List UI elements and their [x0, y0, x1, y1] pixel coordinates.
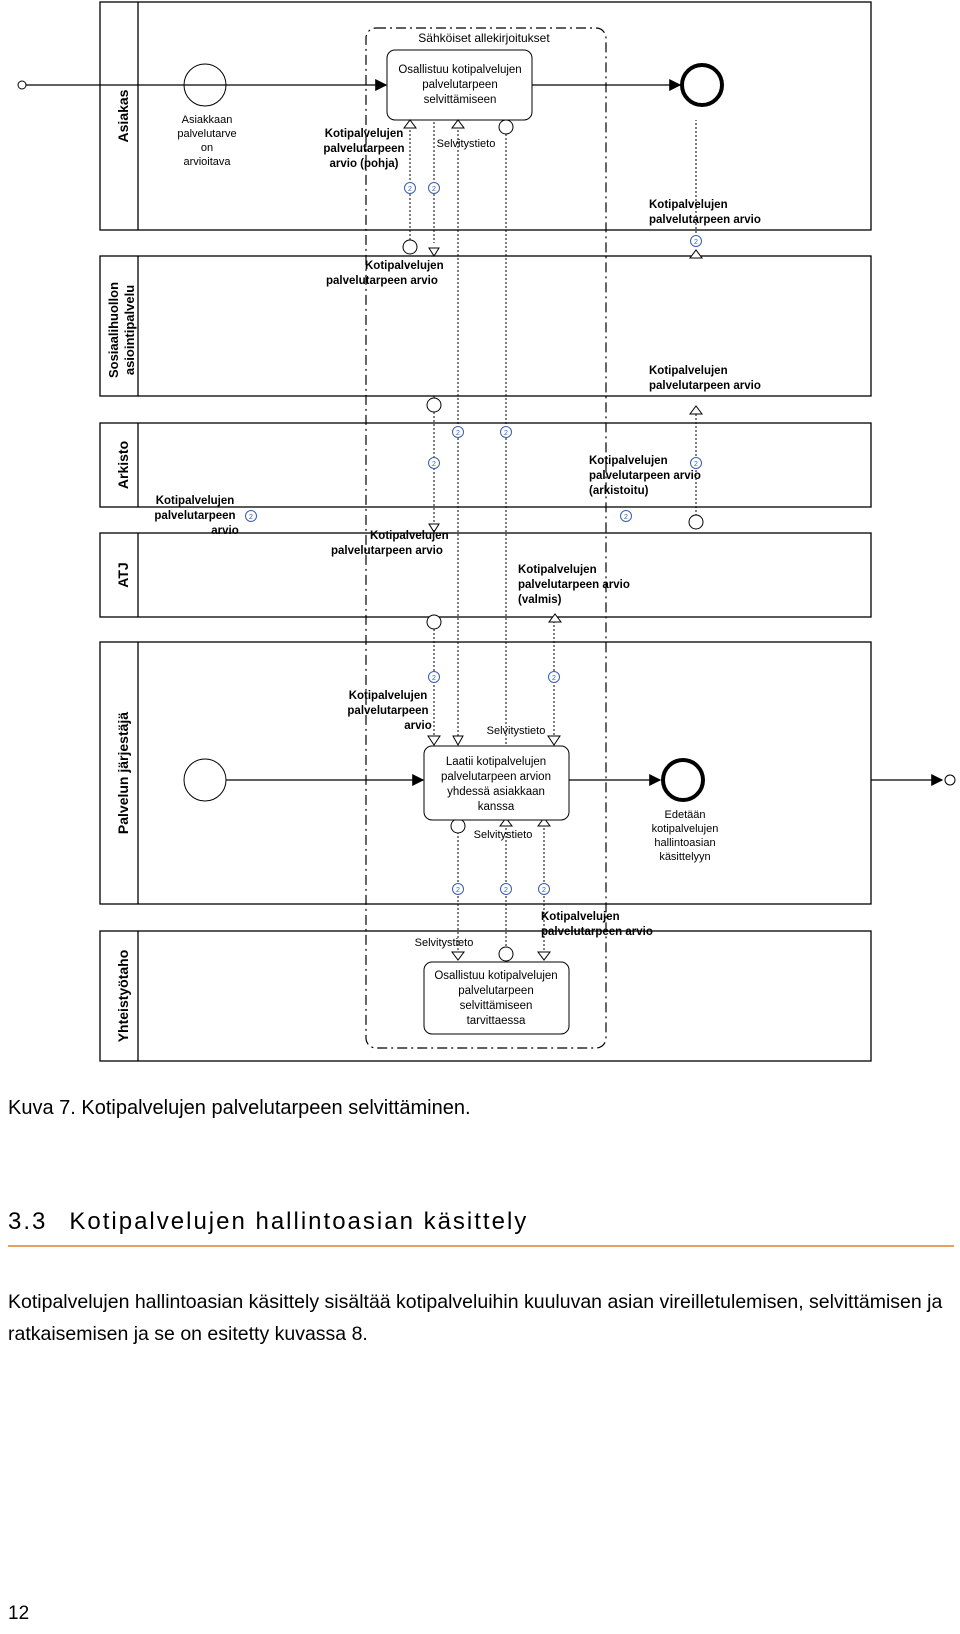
task-laatii-line-2: palvelutarpeen arvion [441, 771, 551, 783]
lane-atj: ATJ [99, 532, 872, 618]
label-arvio-arkistoitu-1: Kotipalvelujen [589, 455, 668, 467]
label-arvio-valmis-3: (valmis) [518, 594, 562, 606]
connector-label: 2 [552, 675, 556, 682]
palvelun-end-label-1: Edetään [665, 809, 706, 821]
task-osallistuu-tarvittaessa: Osallistuu kotipalvelujen palvelutarpeen… [423, 961, 570, 1035]
label-arvio-sos-1: Kotipalvelujen [365, 260, 444, 272]
group-label: Sähköiset allekirjoitukset [418, 31, 550, 45]
task-osallistuu-line-2: palvelutarpeen [422, 79, 497, 91]
lane-palvelun-jarjestaja: Palvelun järjestäjä [99, 641, 872, 905]
page-number: 12 [8, 1603, 30, 1624]
task-osallistuu-tarv-line-2: palvelutarpeen [458, 985, 533, 997]
connector-label: 2 [432, 675, 436, 682]
asiakas-start-label-3: on [201, 142, 213, 154]
connector-markers: 2 2 2 2 2 2 2 2 2 2 2 2 2 2 [245, 182, 702, 895]
section-number: 3.3 [8, 1208, 48, 1235]
asiakas-start-event: Asiakkaan palvelutarve on arvioitava [177, 63, 237, 168]
palvelun-start-event [183, 758, 227, 802]
connector-label: 2 [542, 887, 546, 894]
label-arvio-sos-2: palvelutarpeen arvio [326, 275, 438, 287]
task-laatii-line-4: kanssa [478, 801, 515, 813]
asiakas-start-label-2: palvelutarve [177, 128, 236, 140]
outgoing-flow-end [944, 774, 956, 786]
asiakas-start-label-4: arvioitava [183, 156, 231, 168]
connector-label: 2 [624, 514, 628, 521]
lane-label-arkisto: Arkisto [115, 441, 131, 489]
task-osallistuu-tarv-line-1: Osallistuu kotipalvelujen [434, 970, 557, 982]
connector-label: 2 [456, 430, 460, 437]
label-arvio-valmis-1: Kotipalvelujen [518, 564, 597, 576]
lane-label-sosiaalihuolto-1: Sosiaalihuollon [106, 282, 121, 378]
process-diagram: Asiakas Sosiaalihuollon asiointipalvelu … [17, 1, 956, 1062]
label-arvio-top-right-1: Kotipalvelujen [649, 199, 728, 211]
label-arvio-arkistoitu-3: (arkistoitu) [589, 485, 649, 497]
lane-label-yhteistyotaho: Yhteistyötaho [115, 950, 131, 1043]
connector-label: 2 [432, 186, 436, 193]
lane-sosiaalihuolto: Sosiaalihuollon asiointipalvelu [99, 255, 872, 397]
message-endpoints [402, 119, 704, 962]
label-arvio-pohja-2: palvelutarpeen [323, 143, 404, 155]
palvelun-end-label-4: käsittelyyn [659, 851, 710, 863]
label-arvio-atj-2: palvelutarpeen arvio [331, 545, 443, 557]
label-selvitystieto-yht: Selvitystieto [415, 937, 474, 949]
lane-label-palvelun: Palvelun järjestäjä [115, 712, 131, 834]
label-arvio-palvelun-1: Kotipalvelujen [349, 690, 428, 702]
asiakas-end-event [680, 63, 724, 107]
label-arvio-sos-right-1: Kotipalvelujen [649, 365, 728, 377]
label-arvio-sos-right-2: palvelutarpeen arvio [649, 380, 761, 392]
task-osallistuu-tarv-line-4: tarvittaessa [467, 1015, 526, 1027]
label-arvio-palvelun-3: arvio [404, 720, 432, 732]
connector-label: 2 [432, 461, 436, 468]
task-osallistuu-line-1: Osallistuu kotipalvelujen [398, 64, 521, 76]
label-arvio-arkisto-left-2: palvelutarpeen [154, 510, 235, 522]
connector-label: 2 [694, 239, 698, 246]
label-arvio-top-right-2: palvelutarpeen arvio [649, 214, 761, 226]
task-laatii-line-3: yhdessä asiakkaan [447, 786, 545, 798]
palvelun-end-event [661, 758, 705, 802]
label-arvio-valmis-2: palvelutarpeen arvio [518, 579, 630, 591]
lane-label-atj: ATJ [115, 562, 131, 587]
label-arvio-arkisto-left-1: Kotipalvelujen [156, 495, 235, 507]
connector-label: 2 [694, 461, 698, 468]
task-osallistuu-tarv-line-3: selvittämiseen [460, 1000, 533, 1012]
task-osallistuu: Osallistuu kotipalvelujen palvelutarpeen… [386, 49, 533, 121]
lane-asiakas: Asiakas [99, 1, 872, 231]
palvelun-end-label: Edetään kotipalvelujen hallintoasian käs… [652, 809, 719, 863]
section-title: Kotipalvelujen hallintoasian käsittely [69, 1208, 529, 1235]
task-osallistuu-line-3: selvittämiseen [424, 94, 497, 106]
label-selvitystieto-palvelun-bottom: Selvitystieto [474, 829, 533, 841]
palvelun-end-label-3: hallintoasian [654, 837, 715, 849]
incoming-flow-start [17, 80, 27, 90]
section-divider [8, 1245, 954, 1247]
lane-yhteistyotaho: Yhteistyötaho [99, 930, 872, 1062]
label-arvio-atj-1: Kotipalvelujen [370, 530, 449, 542]
label-arvio-yht-2: palvelutarpeen arvio [541, 926, 653, 938]
label-selvitystieto-palvelun-top: Selvitystieto [487, 725, 546, 737]
label-selvitystieto-top: Selvitystieto [437, 138, 496, 150]
connector-label: 2 [456, 887, 460, 894]
group-sahkoiset-allekirjoitukset: Sähköiset allekirjoitukset [365, 27, 607, 1049]
connector-label: 2 [504, 430, 508, 437]
lane-arkisto: Arkisto [99, 422, 872, 508]
label-arvio-arkistoitu-2: palvelutarpeen arvio [589, 470, 701, 482]
connector-label: 2 [504, 887, 508, 894]
label-arvio-palvelun-2: palvelutarpeen [347, 705, 428, 717]
figure-caption: Kuva 7. Kotipalvelujen palvelutarpeen se… [8, 1097, 471, 1119]
body-paragraph: Kotipalvelujen hallintoasian käsittely s… [8, 1291, 943, 1345]
asiakas-start-label-1: Asiakkaan [182, 114, 233, 126]
label-arvio-pohja-1: Kotipalvelujen [325, 128, 404, 140]
label-arvio-yht-1: Kotipalvelujen [541, 911, 620, 923]
palvelun-end-label-2: kotipalvelujen [652, 823, 719, 835]
lane-label-sosiaalihuolto-2: asiointipalvelu [122, 285, 137, 375]
section-heading: 3.3 Kotipalvelujen hallintoasian käsittel… [8, 1208, 528, 1236]
label-arvio-pohja-3: arvio (pohja) [329, 158, 398, 170]
task-laatii-line-1: Laatii kotipalvelujen [446, 756, 546, 768]
task-laatii: Laatii kotipalvelujen palvelutarpeen arv… [423, 745, 570, 821]
connector-label: 2 [249, 514, 253, 521]
connector-label: 2 [408, 186, 412, 193]
lane-label-asiakas: Asiakas [115, 89, 131, 142]
label-arvio-arkisto-left-3: arvio [211, 525, 239, 537]
